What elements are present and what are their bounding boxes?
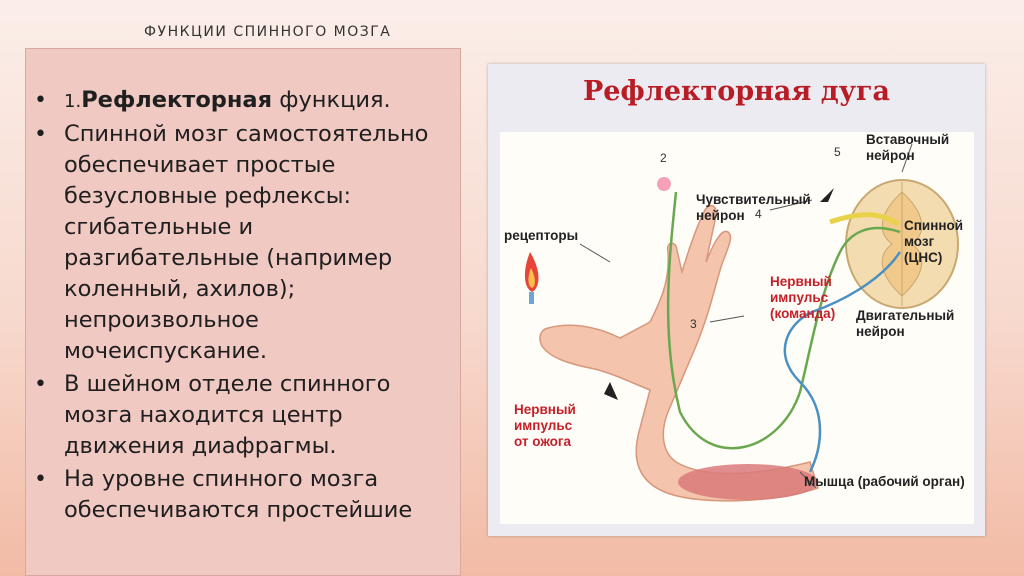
bullet-item: • На уровне спинного мозга обеспечиваются… (34, 464, 444, 526)
number-5: 5 (834, 145, 841, 159)
bullet-text: Спинной мозг самостоятельно обеспечивает… (64, 121, 429, 364)
sensory-neuron-label: Чувствительный нейрон (696, 192, 811, 223)
number-2: 2 (660, 151, 667, 165)
bullet-marker: • (34, 372, 47, 397)
bullet-marker: • (34, 88, 47, 113)
spinal-cord-label: Спинной мозг (ЦНС) (904, 218, 964, 265)
motor-path (783, 251, 902, 473)
number-3: 3 (690, 317, 697, 331)
bullet-list: • 1.Рефлекторная функция. • Спинной мозг … (26, 49, 460, 526)
text-panel: • 1.Рефлекторная функция. • Спинной мозг … (25, 48, 461, 576)
interneuron-label: Вставочный нейрон (866, 132, 950, 163)
bullet-marker: • (34, 467, 47, 492)
motor-impulse-label: Нервный импульс (команда) (770, 274, 836, 321)
motor-neuron-label: Двигательный нейрон (856, 308, 955, 339)
interneuron-path (829, 212, 900, 227)
receptors-label: рецепторы (504, 228, 579, 243)
burn-impulse-label: Нервный импульс от ожога (514, 402, 576, 449)
arm-illustration (539, 204, 819, 502)
figure-title: Рефлекторная дуга (582, 76, 891, 107)
bullet-item: • В шейном отделе спинного мозга находит… (34, 369, 444, 462)
arrow-icon (820, 188, 834, 202)
muscle-label: Мышца (рабочий орган) (804, 474, 965, 489)
bullet-item: • Спинной мозг самостоятельно обеспечива… (34, 119, 444, 367)
slide-title: ФУНКЦИИ СПИННОГО МОЗГА (144, 24, 392, 40)
arrow-icon (604, 382, 618, 400)
bullet-marker: • (34, 122, 47, 147)
bullet-text: На уровне спинного мозга обеспечиваются … (64, 466, 413, 523)
candle-flame-icon (524, 252, 539, 304)
bullet-item: • 1.Рефлекторная функция. (34, 85, 444, 117)
figure-illustration-area: 2 5 4 3 рецепторы Чувствительный нейрон … (500, 132, 974, 524)
reflex-arc-illustration (524, 143, 959, 502)
reflex-arc-figure: Рефлекторная дуга (488, 64, 985, 536)
receptor-dot (657, 177, 671, 191)
muscle-shape (678, 464, 818, 500)
sensory-path (666, 191, 901, 450)
bullet-text: В шейном отделе спинного мозга находится… (64, 371, 391, 459)
bullet-number: 1. (64, 91, 82, 112)
number-4: 4 (755, 207, 762, 221)
spinal-cord-icon (845, 179, 959, 309)
bullet-bold-text: Рефлекторная (81, 87, 273, 113)
bullet-text: функция. (272, 87, 391, 113)
